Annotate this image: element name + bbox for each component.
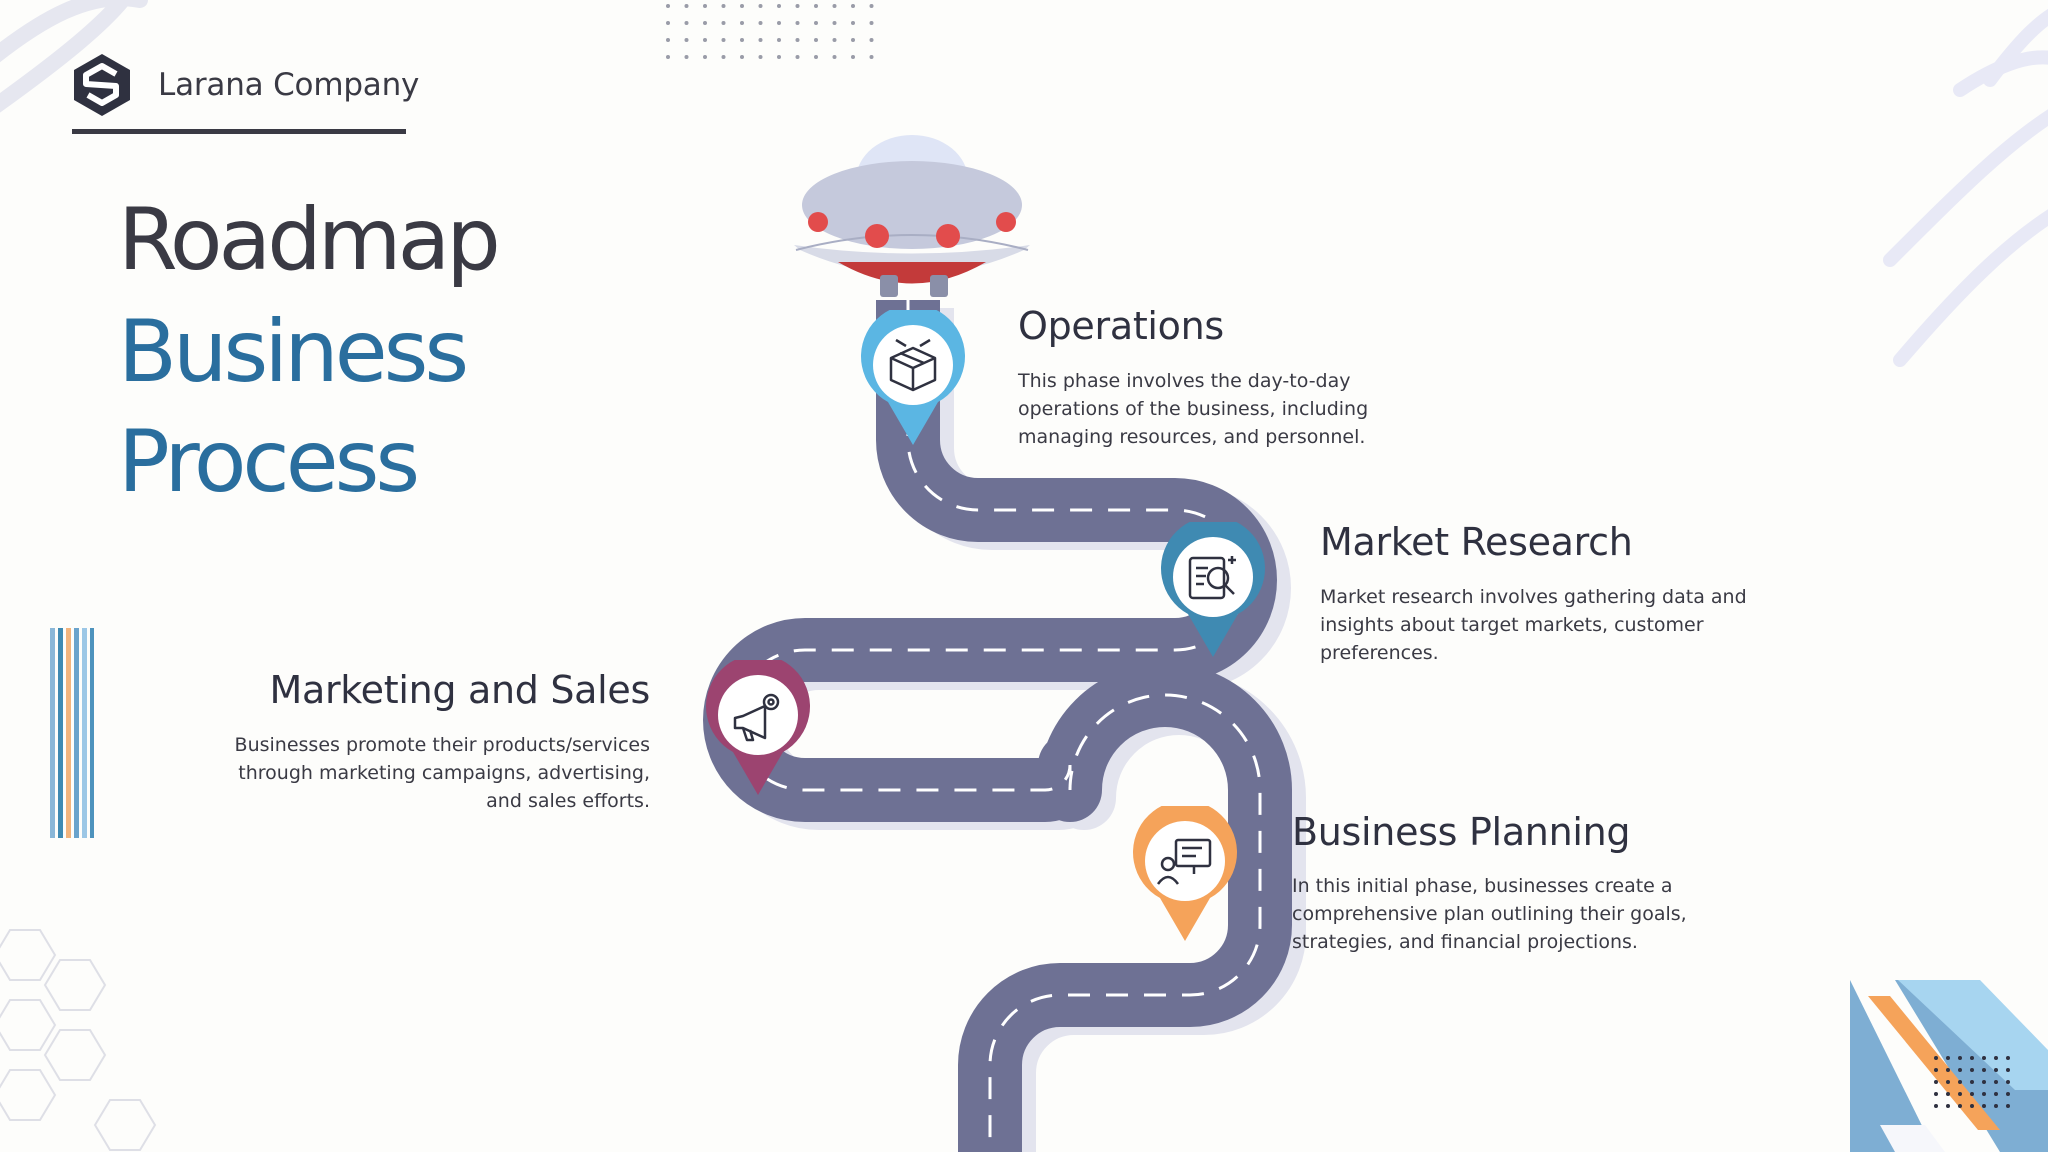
pin-marketing-sales	[706, 660, 810, 795]
step-title-market-research: Market Research	[1320, 520, 1633, 564]
pin-business-planning	[1133, 806, 1237, 941]
hex-pattern	[0, 929, 157, 1151]
step-title-marketing-sales: Marketing and Sales	[269, 668, 651, 712]
title-process: Process	[118, 412, 420, 512]
pin-market-research	[1161, 522, 1265, 657]
scribble-top-left	[0, 0, 148, 113]
corner-dot-grid	[1934, 1056, 2010, 1108]
pin-operations	[861, 310, 965, 445]
step-desc-operations: This phase involves the day-to-day opera…	[1018, 370, 1369, 448]
step-desc-business-planning: In this initial phase, businesses create…	[1292, 875, 1687, 953]
megaphone-icon	[733, 693, 780, 742]
stripes-left	[50, 628, 94, 838]
brand: Larana Company	[72, 52, 419, 118]
brand-underline	[72, 129, 406, 134]
company-name: Larana Company	[158, 67, 420, 103]
presentation-icon	[1156, 838, 1212, 885]
step-title-operations: Operations	[1018, 304, 1224, 348]
corner-shapes	[1850, 980, 2048, 1152]
step-desc-market-research: Market research involves gathering data …	[1320, 586, 1747, 664]
scribble-top-right	[1883, 8, 2048, 367]
research-icon	[1188, 556, 1236, 600]
step-desc-marketing-sales: Businesses promote their products/servic…	[234, 734, 650, 812]
ufo-illustration	[794, 135, 1030, 297]
box-icon	[889, 338, 937, 392]
title-business: Business	[118, 302, 469, 402]
logo-icon	[74, 54, 130, 116]
title-roadmap: Roadmap	[118, 190, 501, 290]
step-title-business-planning: Business Planning	[1292, 810, 1631, 854]
dot-grid-top	[666, 4, 874, 59]
